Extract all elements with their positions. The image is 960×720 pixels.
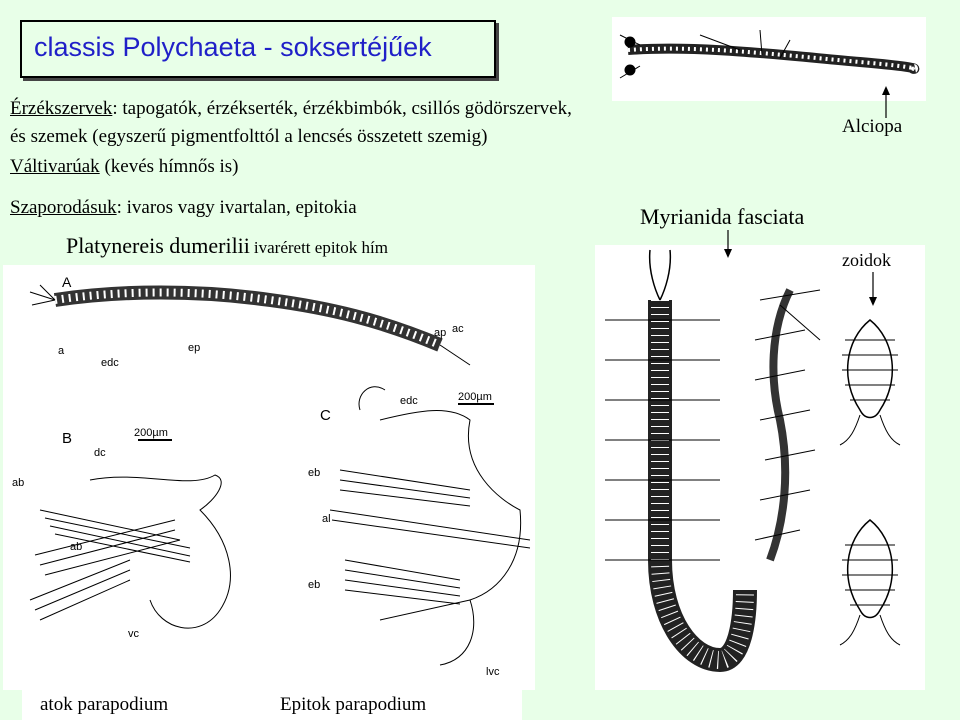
label-edc: edc [101, 357, 119, 369]
reproduction-line: Szaporodásuk: ivaros vagy ivartalan, epi… [10, 197, 357, 219]
myrianida-label: Myrianida fasciata [640, 204, 805, 229]
label-ab-2: ab [70, 541, 82, 553]
figure-annotations: A a edc ep ap ac B dc ab ab vc 200µm C e… [12, 274, 500, 678]
scale-label-c: 200µm [458, 391, 492, 403]
senses-line: Érzékszervek: tapogatók, érzékserték, ér… [10, 98, 572, 120]
zoidok-label: zoidok [840, 250, 893, 271]
label-eb-2: eb [308, 579, 320, 591]
zoid-bottom [839, 519, 901, 646]
label-ep: ep [188, 342, 200, 354]
label-ap: ap [434, 327, 446, 339]
label-ac: ac [452, 323, 464, 335]
atok-parapodium-label: atok parapodium [40, 694, 169, 715]
senses-label: Érzékszervek [10, 98, 113, 119]
sex-text: (kevés hímnős is) [99, 156, 239, 177]
zoid-top [839, 319, 901, 446]
parapodium-b [29, 474, 231, 629]
label-a-panel: A [62, 274, 72, 290]
label-al: al [322, 513, 331, 525]
myrianida-stolon-chain [754, 288, 821, 562]
label-b-panel: B [62, 430, 72, 447]
label-lvc: lvc [486, 666, 500, 678]
parapodium-c [329, 386, 531, 666]
title-box: classis Polychaeta - soksertéjűek [20, 20, 496, 78]
senses-line-2: és szemek (egyszerű pigmentfolttól a len… [10, 126, 488, 147]
alciopa-label: Alciopa [842, 116, 903, 137]
label-ab: ab [12, 477, 24, 489]
species-note: ivarérett epitok hím [253, 238, 388, 257]
label-dc: dc [94, 447, 106, 459]
platynereis-image [3, 265, 535, 690]
zoidok-arrow [869, 272, 877, 306]
label-edc-c: edc [400, 395, 418, 407]
reproduction-text: : ivaros vagy ivartalan, epitokia [116, 197, 357, 218]
alciopa-worm [619, 29, 920, 79]
alciopa-arrow [882, 86, 890, 118]
label-vc: vc [128, 628, 140, 640]
senses-text: : tapogatók, érzékserték, érzékbimbók, c… [112, 98, 572, 119]
label-eb: eb [308, 467, 320, 479]
slide-title: classis Polychaeta - soksertéjűek [34, 32, 432, 62]
platynereis-worm-a [29, 284, 471, 366]
epitok-parapodium-label: Epitok parapodium [280, 694, 427, 715]
myrianida-worm [605, 249, 757, 673]
species-name: Platynereis dumerilii [66, 233, 250, 258]
scale-label-b: 200µm [134, 427, 168, 439]
label-c-panel: C [320, 407, 331, 424]
myrianida-arrow [724, 230, 732, 258]
reproduction-label: Szaporodásuk [10, 197, 117, 218]
sex-line: Váltivarúak (kevés hímnős is) [10, 156, 238, 178]
zoidok-pointer-line [779, 304, 821, 341]
sex-label: Váltivarúak [10, 156, 100, 177]
footer-bar: atok parapodium Epitok parapodium [22, 689, 522, 720]
label-a: a [58, 345, 65, 357]
